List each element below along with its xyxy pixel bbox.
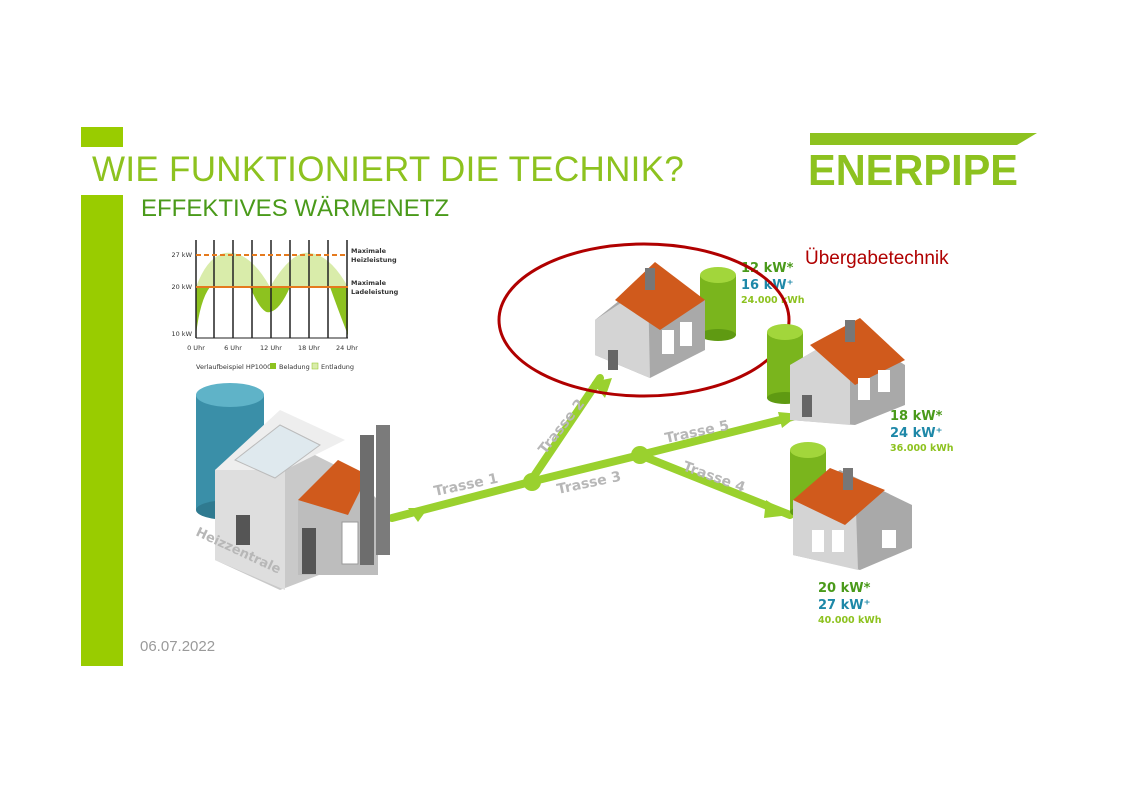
enerpipe-logo: ENERPIPE [808, 133, 1037, 191]
line-label: Heizleistung [351, 256, 397, 264]
house-2: 18 kW* 24 kW⁺ 36.000 kWh [767, 318, 954, 454]
route-label: Trasse 2 [536, 396, 589, 457]
accent-block-top [81, 127, 123, 147]
house-1-kw-plus: 16 kW⁺ [741, 278, 793, 293]
house-3-kw-star: 20 kW* [818, 581, 871, 596]
house-2-kw-star: 18 kW* [890, 409, 943, 424]
slide-title: WIE FUNKTIONIERT DIE TECHNIK? [92, 150, 685, 189]
chart-caption: Verlaufbeispiel HP1000 [196, 363, 271, 371]
accent-bar-left [81, 195, 123, 666]
line-label: Ladeleistung [351, 288, 399, 296]
callout-ellipse [497, 242, 791, 398]
legend-swatch-beladung [270, 363, 276, 369]
heating-plant: Heizzentrale [193, 383, 390, 590]
x-tick: 12 Uhr [260, 344, 282, 352]
junction-node [523, 473, 541, 491]
junction-node [631, 446, 649, 464]
house-2-kw-plus: 24 kW⁺ [890, 426, 942, 441]
legend-label: Beladung [279, 363, 310, 371]
x-tick: 18 Uhr [298, 344, 320, 352]
load-profile-chart: 27 kW 20 kW 10 kW 0 Uhr 6 Uhr 12 Uhr 18 … [171, 240, 399, 371]
line-label: Maximale [351, 279, 387, 287]
callout-label: Übergabetechnik [805, 248, 949, 269]
x-tick: 24 Uhr [336, 344, 358, 352]
house-1-kwh: 24.000 kWh [741, 295, 805, 306]
y-tick: 10 kW [171, 330, 192, 338]
slide-date: 06.07.2022 [140, 638, 216, 655]
house-3-kw-plus: 27 kW⁺ [818, 598, 870, 613]
y-tick: 20 kW [171, 283, 192, 291]
house-1: 12 kW* 16 kW⁺ 24.000 kWh [595, 261, 805, 378]
line-label: Maximale [351, 247, 387, 255]
y-tick: 27 kW [171, 251, 192, 259]
legend-swatch-entladung [311, 362, 319, 370]
house-2-kwh: 36.000 kWh [890, 443, 954, 454]
x-tick: 0 Uhr [187, 344, 205, 352]
slide-subtitle: EFFEKTIVES WÄRMENETZ [141, 195, 450, 222]
logo-text: ENERPIPE [808, 146, 1018, 191]
x-tick: 6 Uhr [224, 344, 242, 352]
house-3: 20 kW* 27 kW⁺ 40.000 kWh [790, 442, 912, 626]
pipes [388, 374, 804, 522]
house-3-kwh: 40.000 kWh [818, 615, 882, 626]
legend-label: Entladung [321, 363, 354, 371]
